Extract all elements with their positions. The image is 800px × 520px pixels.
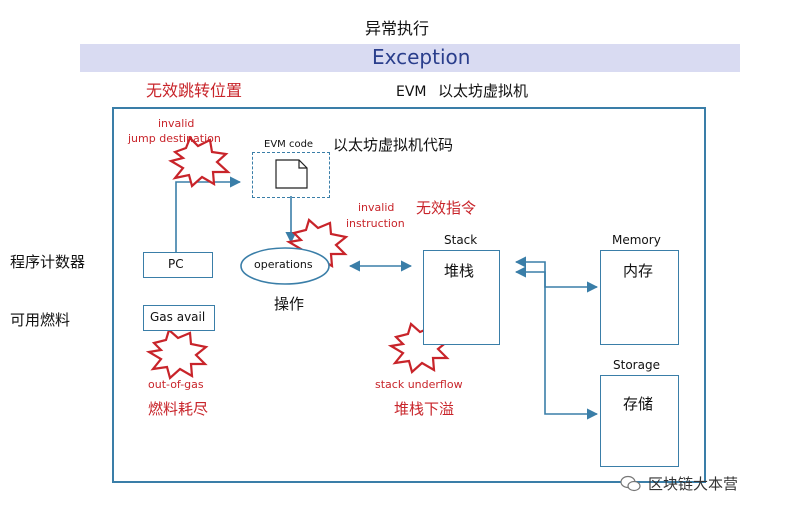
stack-cn-label: 堆栈: [444, 262, 475, 280]
evm-label: EVM: [396, 84, 427, 100]
invalid-instruction-line1: invalid: [358, 201, 395, 214]
stack-underflow-label: stack underflow: [375, 378, 463, 391]
operations-label: operations: [254, 258, 313, 271]
out-of-gas-label: out-of-gas: [148, 378, 204, 391]
pc-label: PC: [168, 257, 184, 271]
memory-box: 内存: [600, 250, 679, 345]
storage-label: Storage: [613, 358, 660, 372]
banner-label: Exception: [372, 45, 471, 69]
program-counter-cn-label: 程序计数器: [10, 253, 86, 271]
document-icon: [275, 159, 308, 189]
invalid-jump-cn-label: 无效跳转位置: [146, 81, 243, 100]
stack-underflow-cn-label: 堆栈下溢: [394, 400, 455, 418]
invalid-jump-line1: invalid: [158, 117, 195, 130]
gas-cn-label: 可用燃料: [10, 311, 71, 329]
pc-to-code-line: [175, 176, 242, 252]
stack-memory-line: [514, 256, 599, 293]
storage-box: 存储: [600, 375, 679, 467]
pc-box: PC: [143, 252, 213, 278]
operations-ellipse: [240, 247, 330, 285]
stack-box: 堆栈: [423, 250, 500, 345]
invalid-instruction-line2: instruction: [346, 217, 405, 230]
gas-avail-box: Gas avail: [143, 305, 215, 331]
exception-banner: Exception: [80, 44, 740, 72]
invalid-instruction-cn-label: 无效指令: [416, 199, 477, 217]
evm-code-label: EVM code: [262, 139, 316, 150]
stack-storage-line: [514, 266, 599, 420]
evm-frame: [112, 107, 706, 483]
stack-label: Stack: [444, 233, 478, 247]
operations-cn-label: 操作: [274, 295, 305, 313]
explosion-icon-stack: [387, 322, 451, 375]
explosion-icon-jump: [168, 136, 231, 189]
gas-avail-label: Gas avail: [150, 310, 206, 324]
page-title: 异常执行: [365, 19, 430, 38]
wechat-icon: [620, 475, 642, 493]
evm-cn-label: 以太坊虚拟机: [438, 82, 529, 100]
invalid-jump-line2: jump destination: [128, 132, 221, 145]
evm-code-cn-label: 以太坊虚拟机代码: [333, 136, 454, 154]
memory-cn-label: 内存: [623, 262, 654, 280]
evm-code-box: [252, 152, 330, 198]
storage-cn-label: 存储: [623, 395, 654, 413]
memory-label: Memory: [612, 233, 661, 247]
out-of-gas-cn-label: 燃料耗尽: [148, 400, 209, 418]
explosion-icon-gas: [145, 328, 209, 381]
watermark-text: 区块链大本营: [648, 475, 739, 493]
